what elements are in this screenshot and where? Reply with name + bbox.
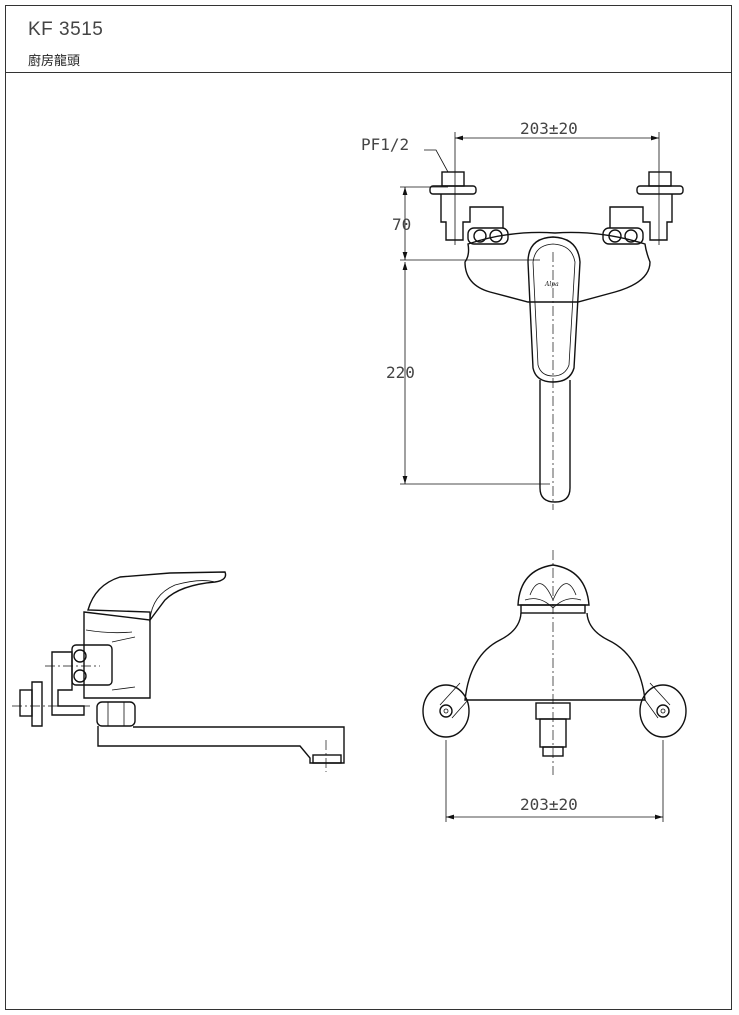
side-view bbox=[12, 571, 345, 772]
drawing-frame: KF 3515 廚房龍頭 bbox=[5, 5, 732, 1010]
thread-label: PF1/2 bbox=[361, 135, 409, 154]
brand-logo: Alpa bbox=[544, 281, 559, 288]
width-dim-top: 203±20 bbox=[520, 119, 578, 138]
title-block: KF 3515 廚房龍頭 bbox=[6, 6, 731, 73]
product-name: 廚房龍頭 bbox=[28, 54, 81, 69]
model-number: KF 3515 bbox=[28, 19, 104, 40]
height-dim-70: 70 bbox=[392, 215, 411, 234]
height-dim-220: 220 bbox=[386, 363, 415, 382]
front-view: PF1/2 203±20 Alpa 70 220 bbox=[361, 119, 684, 510]
bottom-view: 203±20 bbox=[422, 550, 687, 822]
width-dim-bottom: 203±20 bbox=[520, 795, 578, 814]
